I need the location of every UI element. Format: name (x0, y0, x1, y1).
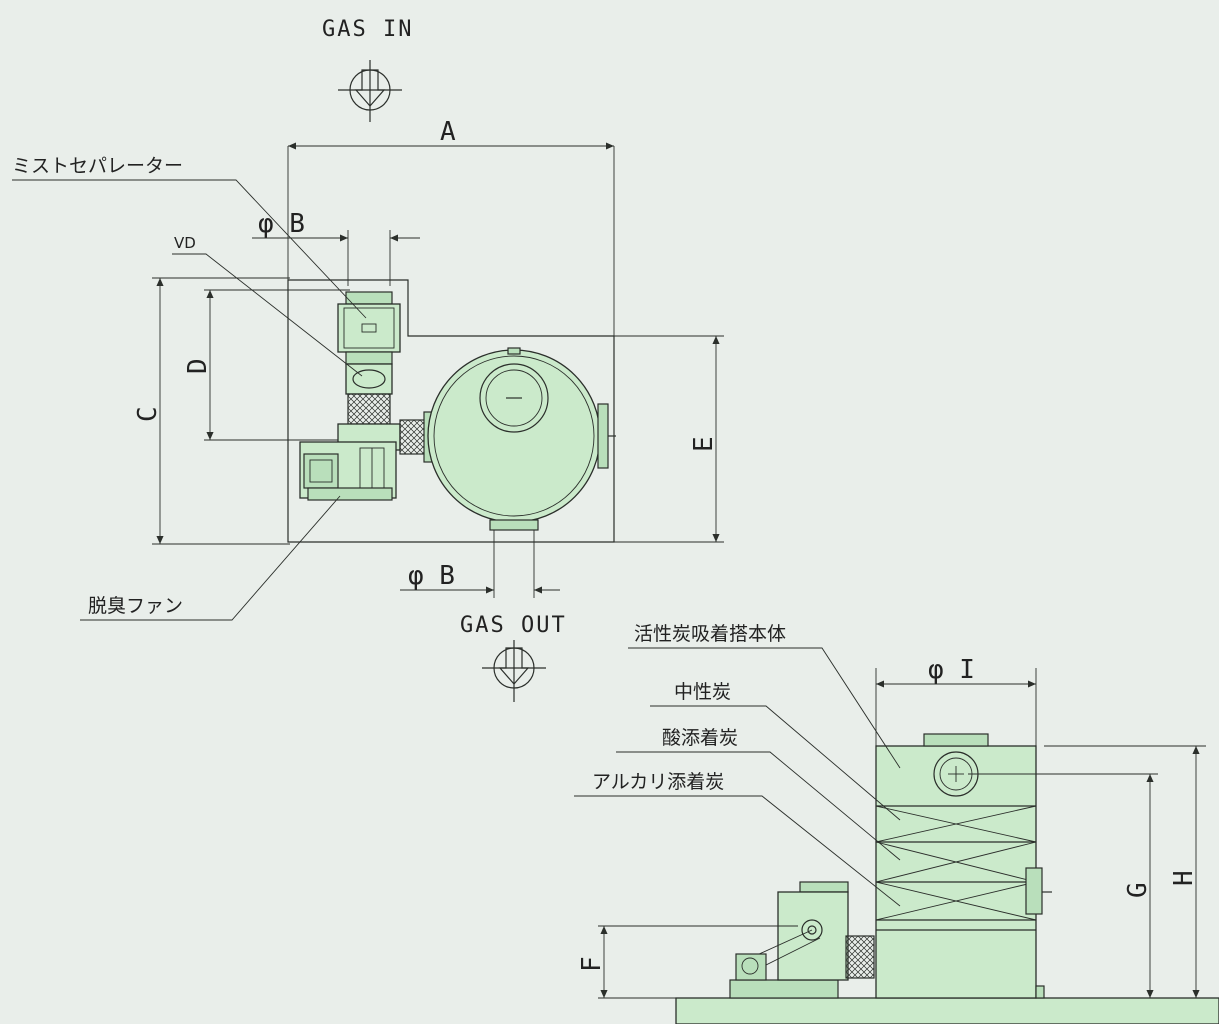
vd-label: VD (174, 234, 196, 252)
gas-out-flow-symbol (482, 640, 546, 702)
flexible-duct-vertical (347, 393, 391, 425)
dimension-f (598, 925, 798, 999)
adsorption-tower-plan (427, 347, 616, 531)
dim-b-bottom-label: φ B (408, 561, 455, 591)
mist-separator (337, 291, 401, 365)
gas-out-label: GAS OUT (460, 613, 567, 638)
adsorption-tower-elevation (875, 733, 1052, 999)
dim-c-label: C (133, 406, 163, 422)
flexible-duct-horizontal (399, 411, 433, 463)
dimension-h (1044, 745, 1206, 998)
dimension-b-top (252, 230, 420, 286)
elevation-leader-lines (574, 647, 901, 907)
dim-d-label: D (183, 358, 213, 374)
dim-e-label: E (689, 436, 719, 452)
gas-in-label: GAS IN (322, 17, 413, 42)
mist-separator-label: ミストセパレーター (12, 155, 183, 177)
plan-leader-lines (12, 179, 367, 621)
dim-h-label: H (1169, 870, 1199, 886)
fan-label: 脱臭ファン (88, 595, 183, 617)
dimension-g (968, 773, 1158, 999)
dim-b-top-label: φ B (258, 209, 305, 239)
dim-a-label: A (440, 117, 456, 147)
deodorizing-fan (299, 423, 401, 501)
acid-carbon-label: 酸添着炭 (662, 727, 738, 749)
dimension-d (204, 289, 350, 441)
gas-in-flow-symbol (338, 60, 402, 122)
dim-f-label: F (577, 956, 607, 972)
dimension-b-bottom (400, 530, 560, 598)
dim-g-label: G (1123, 882, 1153, 898)
alkali-carbon-label: アルカリ添着炭 (592, 771, 724, 793)
elevation-base (675, 979, 1219, 1024)
dimension-c (152, 277, 290, 545)
dimension-i (875, 668, 1037, 746)
fan-elevation (735, 881, 875, 981)
neutral-carbon-label: 中性炭 (674, 681, 731, 703)
dim-i-label: φ I (928, 655, 975, 685)
dimension-e (614, 335, 724, 543)
tower-body-label: 活性炭吸着搭本体 (634, 623, 786, 645)
